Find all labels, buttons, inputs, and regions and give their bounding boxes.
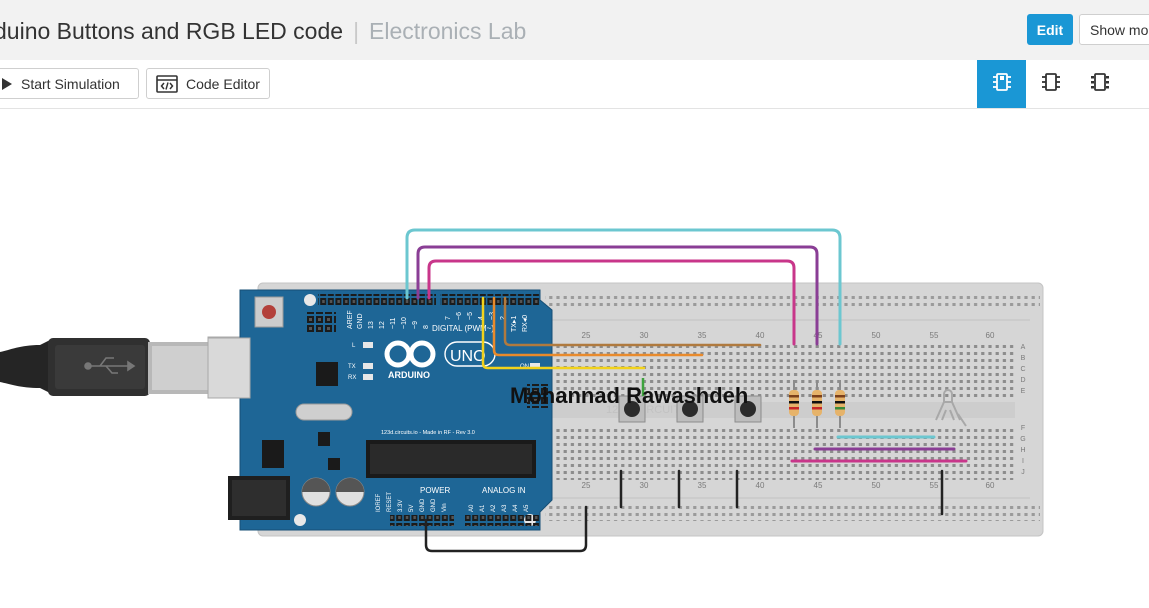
component-list-icon [1139, 71, 1149, 98]
breadboard-view-icon [992, 71, 1012, 98]
pin-label: GND [420, 498, 426, 512]
column-label: 55 [930, 481, 939, 490]
lab-name-link[interactable]: Electronics Lab [369, 18, 526, 44]
column-label: 60 [986, 481, 995, 490]
pin-label: 3.3V [398, 500, 404, 512]
power-label: POWER [420, 486, 450, 495]
code-editor-icon [156, 75, 178, 93]
schematic-view-button[interactable] [1026, 60, 1075, 108]
pin-label: 7 [445, 316, 452, 320]
row-label: C [1020, 366, 1025, 373]
row-label: D [1020, 377, 1025, 384]
show-more-button[interactable]: Show mo [1079, 14, 1149, 45]
pin-label: A4 [513, 504, 519, 512]
pin-label: ~10 [401, 317, 408, 329]
column-label: 35 [698, 481, 707, 490]
column-label: 25 [582, 481, 591, 490]
column-label: 45 [814, 481, 823, 490]
column-label: 30 [640, 331, 649, 340]
pcb-view-icon [1090, 71, 1110, 98]
pin-label: ~5 [467, 312, 474, 320]
row-label: F [1021, 425, 1025, 432]
pin-label: 5V [409, 505, 415, 512]
digital-label: DIGITAL (PWM~) [432, 324, 494, 333]
row-label: B [1021, 355, 1026, 362]
start-simulation-label: Start Simulation [21, 76, 120, 92]
pin-label: A3 [502, 504, 508, 512]
edit-button[interactable]: Edit [1027, 14, 1073, 45]
column-label: 25 [582, 331, 591, 340]
led-tx-label: TX [348, 364, 356, 370]
column-label: 40 [756, 481, 765, 490]
row-label: I [1022, 458, 1024, 465]
play-icon [1, 77, 13, 91]
pin-label: A0 [469, 504, 475, 512]
circuit-drawing: 25 30 35 40 45 50 55 60 25 30 35 40 45 5… [0, 109, 1149, 603]
pin-label: 12 [379, 321, 386, 329]
pin-label: A1 [480, 504, 486, 512]
schematic-view-icon [1041, 71, 1061, 98]
pin-label: RX◂0 [522, 315, 529, 332]
row-label: G [1020, 436, 1025, 443]
component-list-button[interactable] [1124, 60, 1149, 108]
pin-label: ~11 [390, 318, 397, 329]
code-editor-label: Code Editor [186, 76, 260, 92]
pin-label: AREF [347, 310, 354, 329]
column-label: 55 [930, 331, 939, 340]
pin-label: RESET [387, 492, 393, 512]
pin-label: IOREF [376, 493, 382, 512]
column-label: 30 [640, 481, 649, 490]
pin-label: GND [357, 313, 364, 329]
pin-label: 13 [368, 321, 375, 329]
pin-label: A5 [524, 504, 530, 512]
column-label: 50 [872, 331, 881, 340]
pin-label: TX▸1 [511, 316, 518, 332]
column-label: 35 [698, 331, 707, 340]
row-label: A [1021, 344, 1026, 351]
pin-label: ~9 [412, 321, 419, 329]
pin-label: A2 [491, 504, 497, 512]
arduino-model: UNO [450, 348, 486, 365]
row-label: E [1021, 388, 1026, 395]
column-label: 40 [756, 331, 765, 340]
row-label: H [1020, 447, 1025, 454]
arduino-brand: ARDUINO [388, 370, 430, 380]
circuit-canvas[interactable]: 25 30 35 40 45 50 55 60 25 30 35 40 45 5… [0, 109, 1149, 603]
title-bar: duino Buttons and RGB LED code | Electroni… [0, 0, 1149, 61]
toolbar: Start Simulation Code Editor [0, 60, 1149, 109]
project-title: duino Buttons and RGB LED code [0, 18, 343, 44]
column-label: 50 [872, 481, 881, 490]
pcb-view-button[interactable] [1075, 60, 1124, 108]
row-label: J [1021, 469, 1025, 476]
led-rx-label: RX [348, 375, 356, 381]
analog-label: ANALOG IN [482, 486, 526, 495]
page-title: duino Buttons and RGB LED code | Electroni… [0, 18, 526, 45]
start-simulation-button[interactable]: Start Simulation [0, 68, 139, 99]
pin-label: ~6 [456, 312, 463, 320]
breadboard-view-button[interactable] [977, 60, 1026, 108]
title-separator: | [353, 18, 359, 44]
author-label: Mohannad Rawashdeh [510, 383, 748, 409]
pin-label: 8 [423, 325, 430, 329]
pin-label: GND [431, 498, 437, 512]
pin-label: Vin [442, 503, 448, 512]
column-label: 60 [986, 331, 995, 340]
made-in-label: 123d.circuits.io - Made in RF - Rev 3.0 [381, 430, 475, 436]
code-editor-button[interactable]: Code Editor [146, 68, 270, 99]
